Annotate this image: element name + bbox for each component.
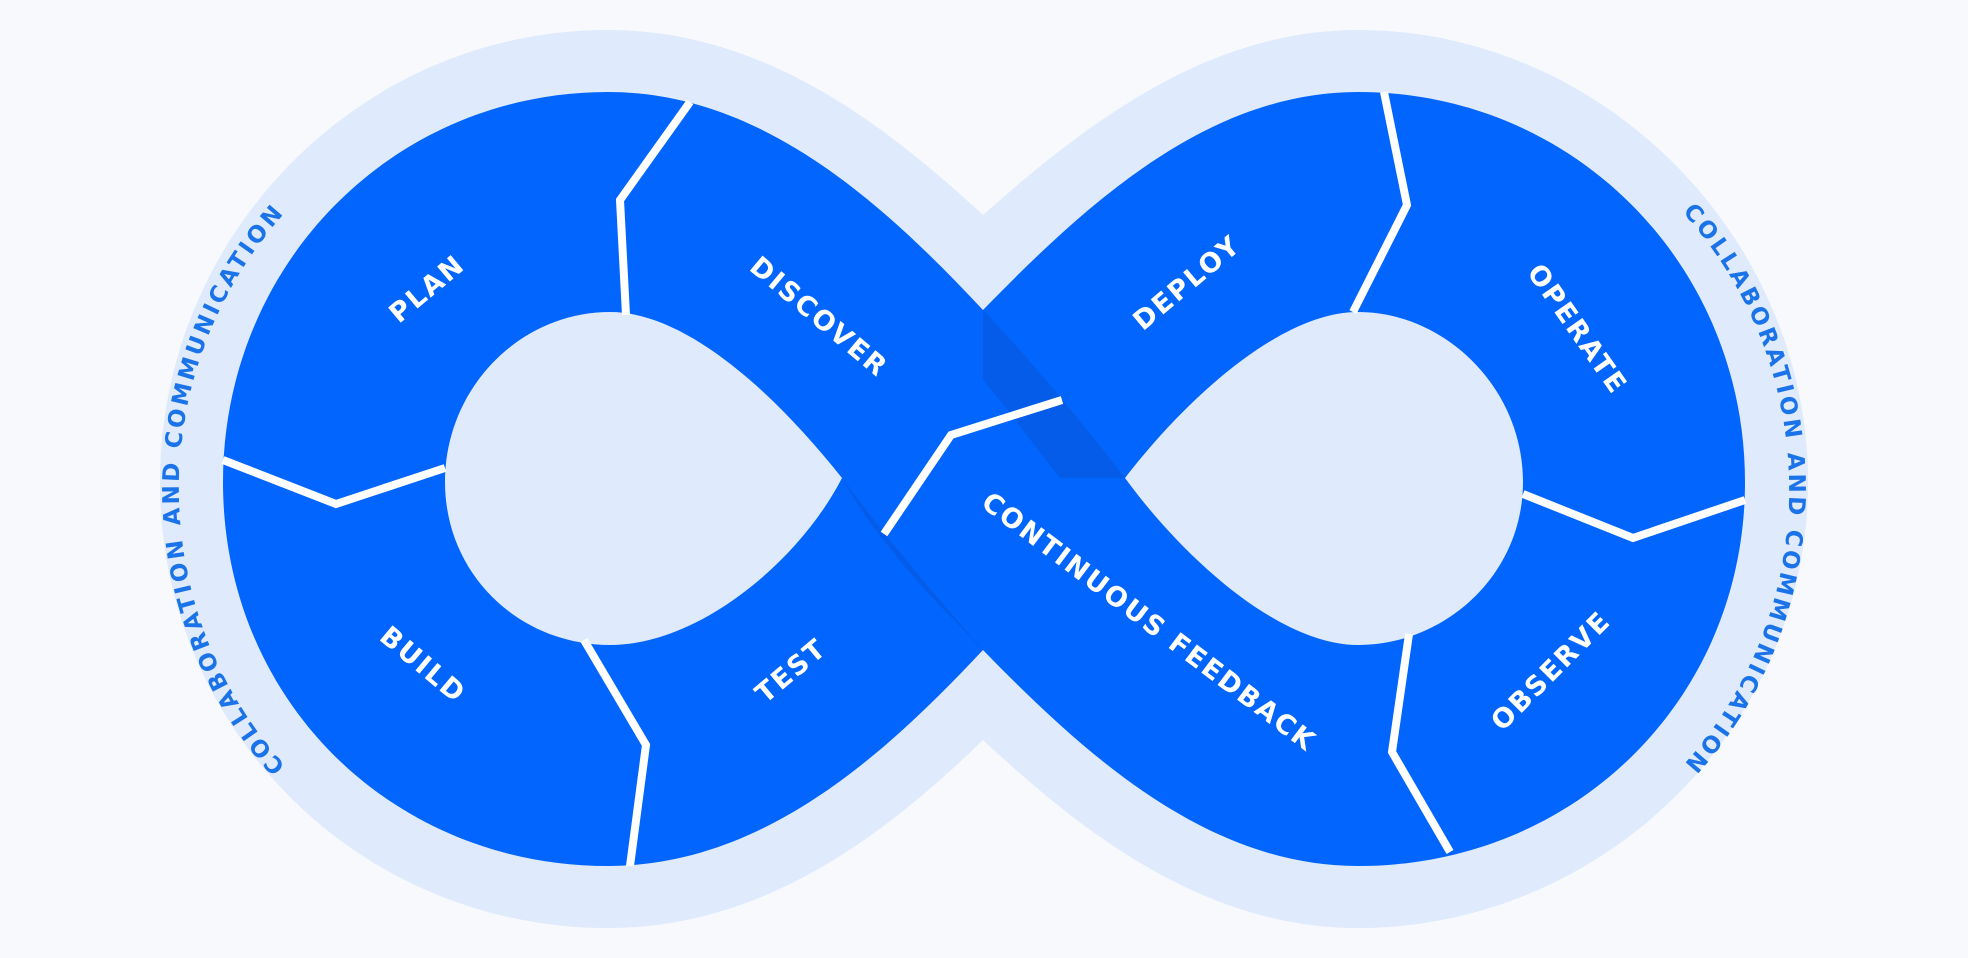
divider-deploy-operate [1349,91,1412,314]
divider-plan-discover [615,99,694,316]
divider-test-feedback [880,396,1064,537]
divider-build-test [580,637,651,867]
divider-operate-observe [1521,490,1747,543]
stage-dividers [221,91,1747,867]
crossing-shadow [983,310,1125,478]
divider-plan-build [221,456,447,509]
divider-observe-feedback [1387,633,1454,855]
